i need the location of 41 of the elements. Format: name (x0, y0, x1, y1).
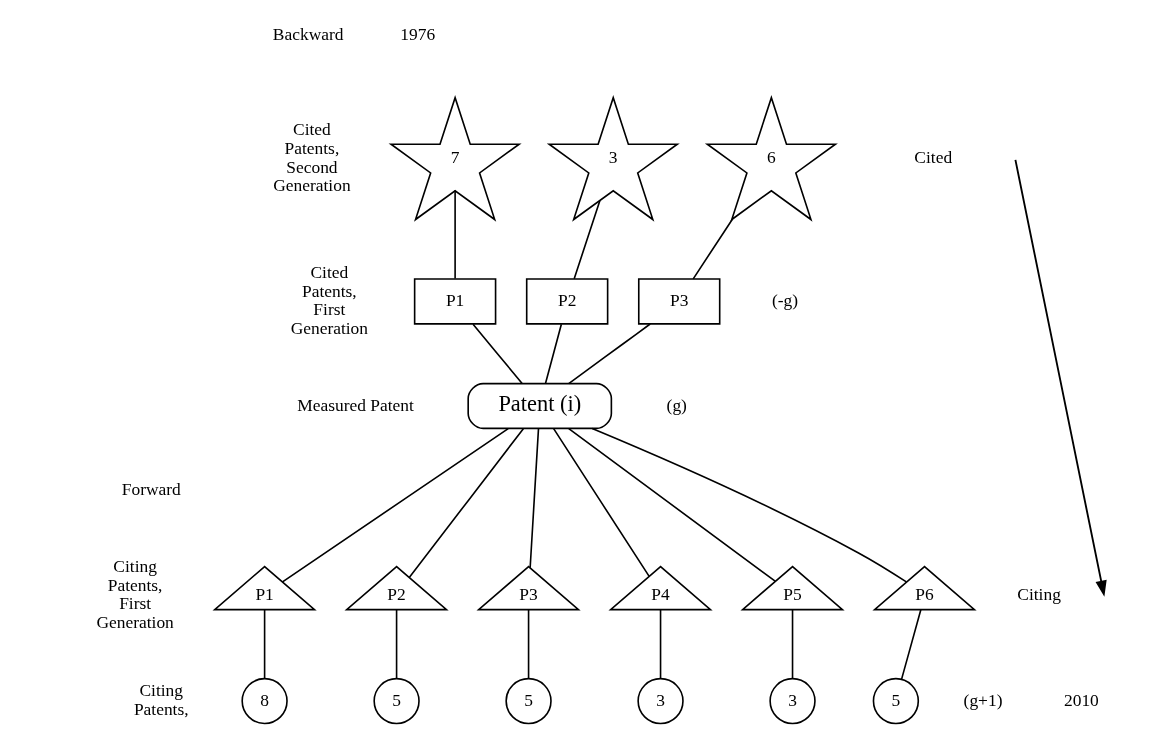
label: Citing Patents, First Generation (96, 555, 174, 632)
label: (g) (666, 394, 687, 415)
connector (544, 323, 563, 385)
connector (552, 427, 650, 577)
connector (529, 427, 540, 569)
label: Cited (914, 147, 953, 168)
connector (408, 427, 525, 578)
connector (591, 427, 908, 583)
connector (659, 608, 662, 680)
node-circle: 5 (872, 677, 920, 725)
label: Measured Patent (297, 394, 414, 415)
label: Forward (121, 479, 181, 500)
connector (900, 608, 922, 681)
node-circle: 3 (769, 677, 816, 725)
connector (263, 608, 266, 680)
label: Citing Patents, (133, 680, 189, 720)
node-box: P3 (637, 278, 721, 325)
label: 2010 (1063, 689, 1099, 710)
label: 1976 (400, 24, 436, 45)
node-box: P1 (413, 278, 497, 325)
node-circle: 5 (373, 677, 420, 725)
connector (573, 199, 601, 280)
label: Backward (272, 24, 344, 45)
connector (692, 218, 734, 280)
connector (567, 323, 651, 385)
node-box: Patent (i) (467, 382, 613, 430)
connector (567, 427, 776, 582)
node-circle: 3 (637, 677, 684, 725)
label: Cited Patents, First Generation (290, 262, 369, 339)
connector (395, 608, 398, 680)
connector (281, 427, 509, 583)
connector (791, 608, 794, 680)
connector (527, 608, 530, 680)
node-circle: 8 (241, 677, 288, 725)
node-box: P2 (525, 278, 609, 325)
node-circle: 5 (505, 677, 552, 725)
connector (472, 323, 523, 385)
label: Cited Patents, Second Generation (273, 119, 351, 196)
label: Citing (1017, 583, 1061, 604)
label: (g+1) (963, 689, 1003, 710)
label: (-g) (772, 290, 799, 311)
